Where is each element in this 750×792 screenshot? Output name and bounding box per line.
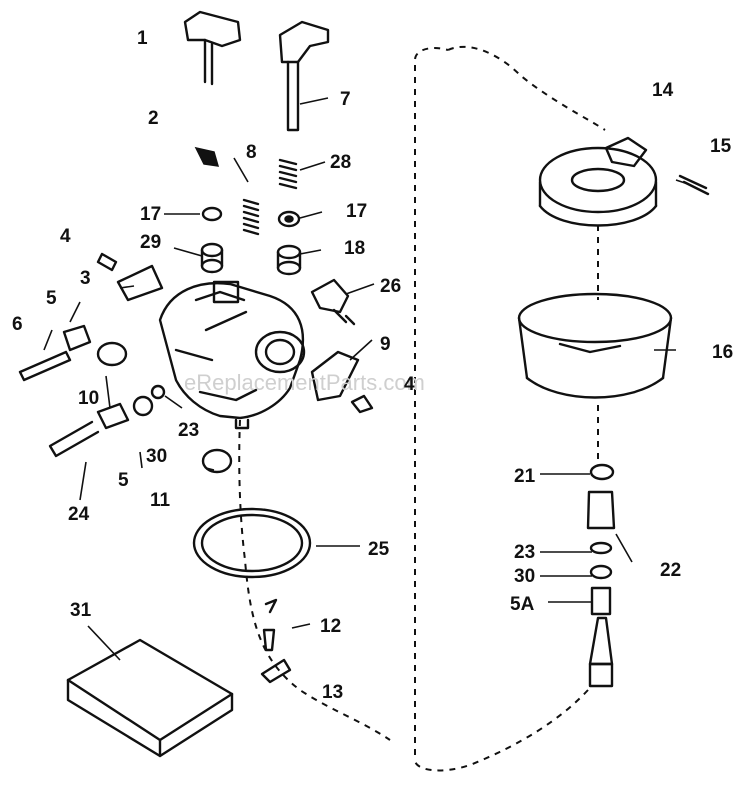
choke-plate-part bbox=[116, 264, 164, 302]
float-pin-part bbox=[678, 174, 710, 196]
leader-line bbox=[43, 97, 689, 661]
callout-24: 24 bbox=[68, 504, 90, 525]
callout-16: 16 bbox=[712, 342, 733, 363]
callout-1: 1 bbox=[137, 28, 148, 49]
watermark-text: eReplacementParts.com bbox=[184, 370, 425, 395]
callout-4: 4 bbox=[60, 226, 71, 247]
main-jet-part bbox=[48, 384, 166, 458]
callout-28: 28 bbox=[330, 152, 351, 173]
screw-part bbox=[194, 146, 220, 167]
needle-parts bbox=[260, 598, 292, 684]
callout-23: 23 bbox=[178, 420, 199, 441]
washer-part bbox=[277, 210, 301, 228]
callout-10: 10 bbox=[78, 388, 99, 409]
fuel-fitting-part bbox=[310, 278, 356, 326]
callout-15: 15 bbox=[710, 136, 732, 157]
callout-11: 11 bbox=[150, 490, 171, 511]
callout-17: 17 bbox=[140, 204, 161, 225]
assembly-dashed-line bbox=[414, 45, 606, 772]
callout-5: 5 bbox=[118, 470, 129, 491]
callout-21: 21 bbox=[514, 466, 536, 487]
throttle-shaft-part bbox=[278, 20, 330, 132]
callout-2: 2 bbox=[148, 108, 159, 129]
callout-13: 13 bbox=[322, 682, 343, 703]
callout-22: 22 bbox=[660, 560, 681, 581]
screw-part bbox=[350, 394, 374, 414]
callout-18: 18 bbox=[344, 238, 365, 259]
bowl-gasket-part bbox=[192, 507, 312, 579]
callout-25: 25 bbox=[368, 539, 390, 560]
gasket-part bbox=[201, 448, 233, 474]
callout-14: 14 bbox=[652, 80, 674, 101]
callout-26: 26 bbox=[380, 276, 401, 297]
callout-9: 9 bbox=[380, 334, 391, 355]
callout-12: 12 bbox=[320, 616, 341, 637]
callout-17: 17 bbox=[346, 201, 367, 222]
callout-29: 29 bbox=[140, 232, 161, 253]
callout-6: 6 bbox=[12, 314, 23, 335]
callout-23: 23 bbox=[514, 542, 535, 563]
float-part bbox=[538, 136, 658, 227]
gasket-part bbox=[96, 341, 128, 367]
callout-3: 3 bbox=[80, 268, 91, 289]
seal-part bbox=[200, 242, 224, 274]
callout-31: 31 bbox=[70, 600, 92, 621]
seal-part bbox=[276, 244, 302, 276]
filter-pad-part bbox=[66, 638, 234, 758]
callout-7: 7 bbox=[340, 89, 351, 110]
throttle-plate-part bbox=[310, 350, 360, 402]
callout-8: 8 bbox=[246, 142, 257, 163]
spring-part bbox=[242, 198, 260, 236]
washer-part bbox=[284, 215, 294, 223]
washer-part bbox=[201, 206, 223, 222]
callout-5: 5 bbox=[46, 288, 57, 309]
spring-part bbox=[278, 158, 298, 190]
bowl-nut-part bbox=[586, 463, 616, 688]
screw-part bbox=[96, 252, 118, 272]
callout-30: 30 bbox=[514, 566, 535, 587]
callout-30: 30 bbox=[146, 446, 167, 467]
callout-4: 4 bbox=[404, 374, 415, 395]
choke-shaft-part bbox=[183, 10, 242, 86]
fuel-bowl-part bbox=[517, 292, 673, 399]
carburetor-dashed-line bbox=[238, 419, 391, 741]
carburetor-body bbox=[158, 280, 306, 430]
callout-5a: 5A bbox=[510, 594, 535, 615]
idle-screw-part bbox=[18, 324, 92, 382]
